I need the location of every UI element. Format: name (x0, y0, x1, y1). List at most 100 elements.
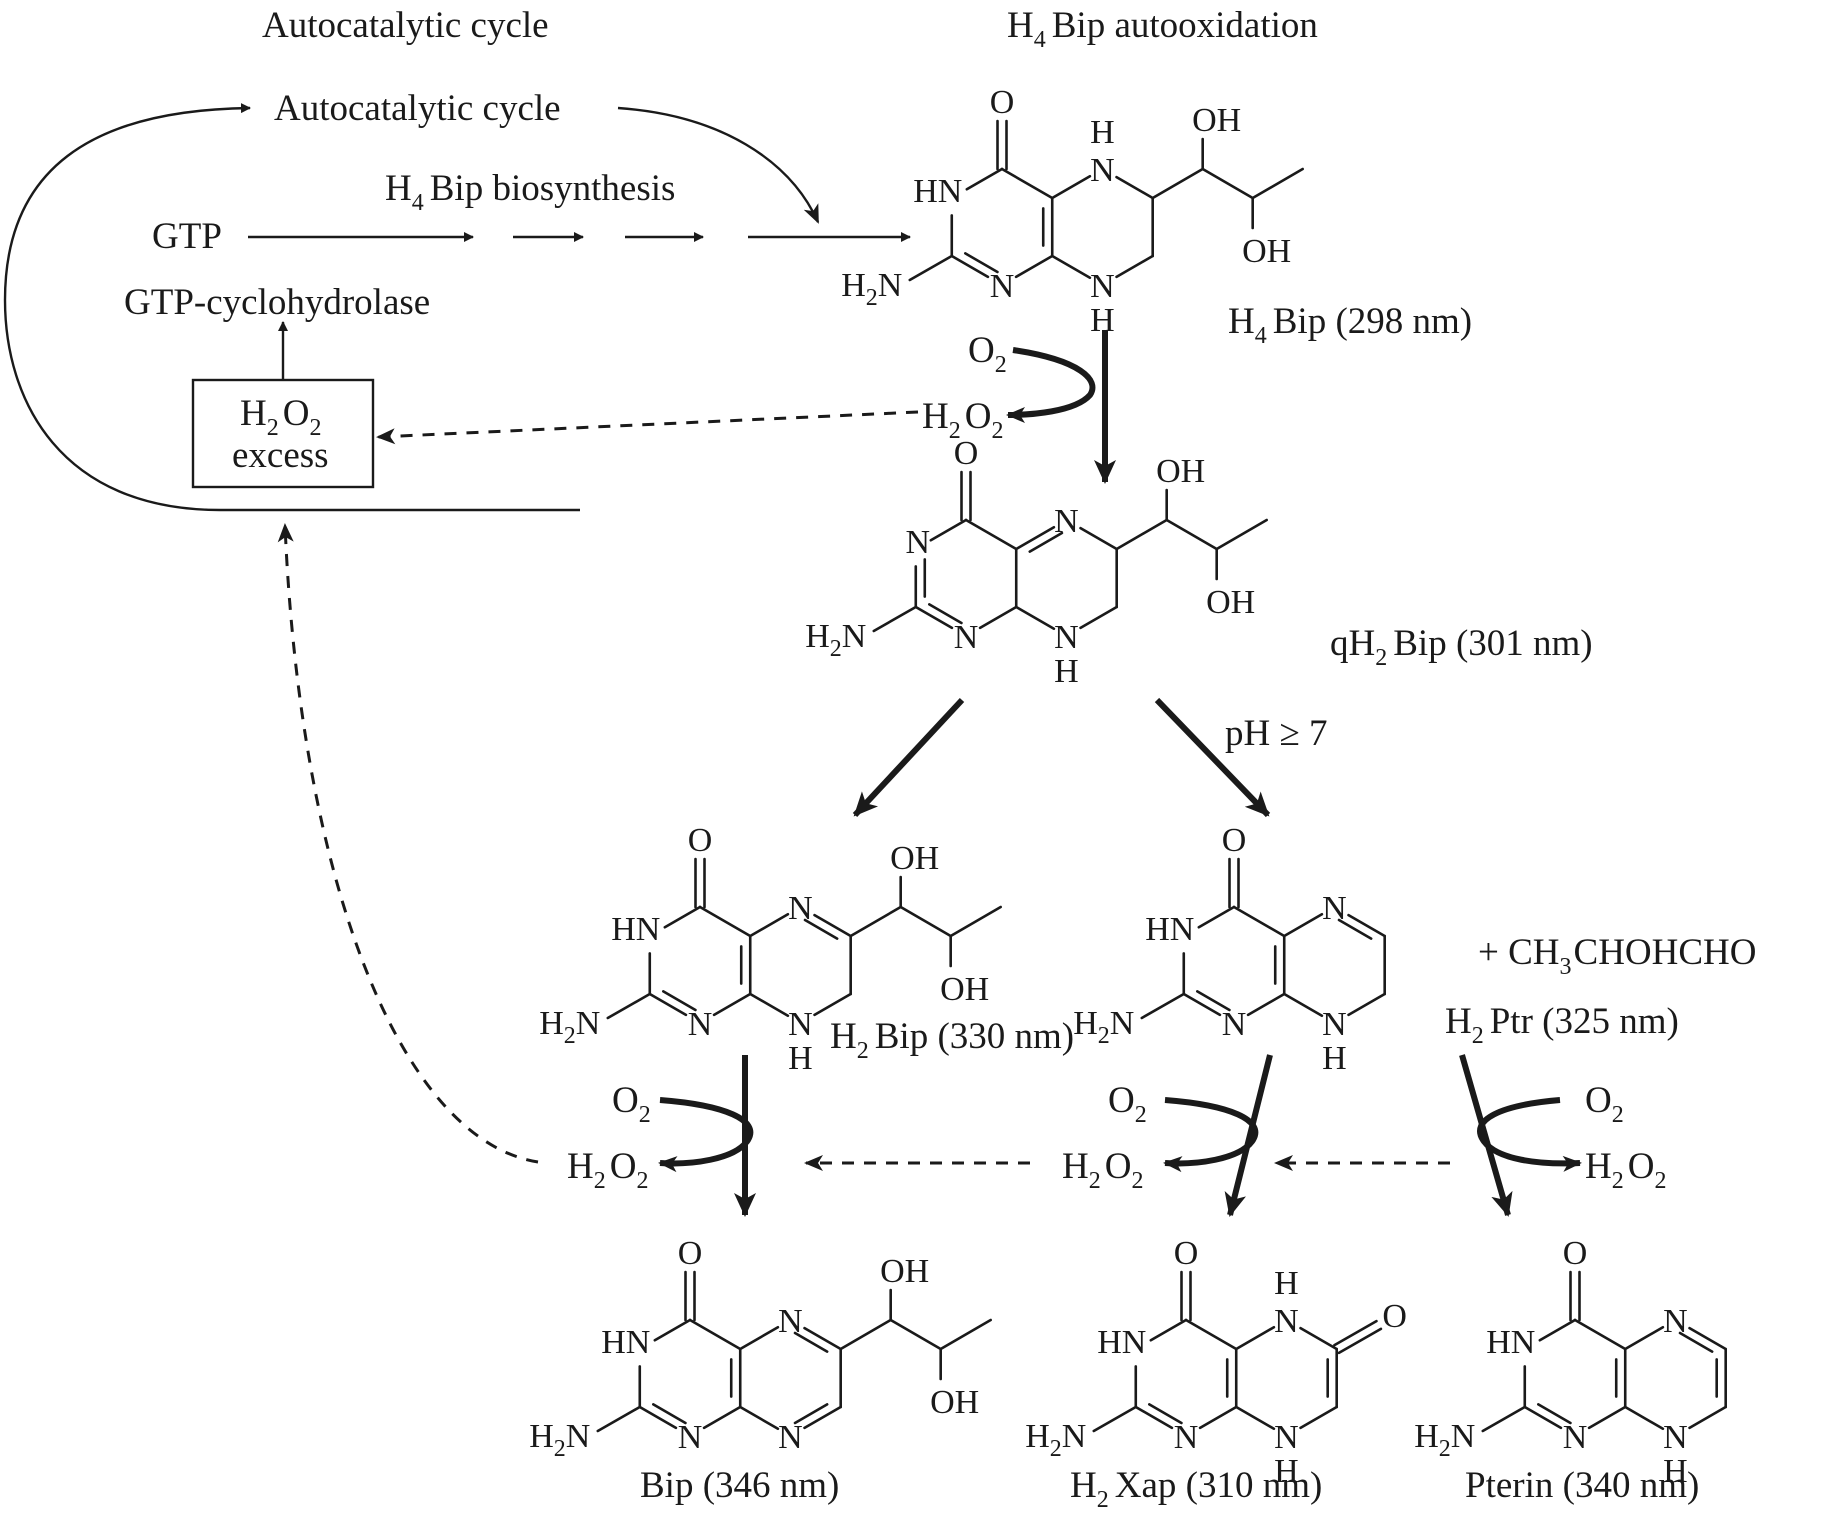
atom-label-oh1: OH (880, 1253, 929, 1290)
atom-label-o6: O (1382, 1298, 1407, 1335)
bond-n8-c8a (1050, 254, 1092, 280)
bond-c4-c4a (698, 905, 752, 938)
atom-label-n1: N (954, 619, 979, 656)
atom-label-h5: H (1090, 114, 1115, 151)
bond-n5-c6 (1299, 1326, 1338, 1351)
atom-label-o: O (954, 435, 979, 472)
bond-n5-c4a (748, 912, 790, 938)
bond-sidechain-3 (1215, 518, 1268, 551)
atom-label-h2n: H2N (529, 1418, 590, 1462)
bond-n5-c6 (1115, 175, 1154, 200)
double-bond-n1-c2 (1148, 1403, 1183, 1425)
double-bond-n1-c2 (1196, 990, 1231, 1012)
atom-label-h8: H (1054, 653, 1079, 690)
cycle-label: Autocatalytic cycle (274, 88, 561, 129)
bond-sidechain-2 (1165, 518, 1218, 551)
atom-label-hn3: HN (601, 1324, 650, 1361)
atom-label-n1: N (1563, 1419, 1588, 1456)
box-excess-label: excess (232, 435, 329, 476)
bond-c8a-n1 (1198, 1405, 1238, 1430)
atom-label-oh2: OH (1206, 584, 1255, 621)
atom-label-o: O (688, 822, 713, 859)
atom-label-n8: N (1054, 619, 1079, 656)
bond-c4-c4a (1000, 167, 1054, 200)
atom-label-n5: N (1274, 1303, 1299, 1340)
atom-label-h8: H (1663, 1453, 1688, 1490)
atom-label-oh1: OH (1156, 453, 1205, 490)
bond-c7-n8 (1347, 992, 1386, 1017)
atom-label-n5: N (1054, 503, 1079, 540)
bond-n1-c2 (638, 1405, 678, 1430)
double-bond-n1-c2 (1537, 1403, 1572, 1425)
atom-label-o: O (1174, 1235, 1199, 1272)
atom-label-n8: N (788, 1006, 813, 1043)
bond-c2-nh2 (596, 1405, 642, 1433)
bond-c8a-n1 (712, 992, 752, 1017)
bond-n5-c4a (1050, 174, 1092, 200)
atom-label-hn3: HN (1097, 1324, 1146, 1361)
atom-label-hn3: HN (611, 911, 660, 948)
bond-n8-c8a (738, 1405, 780, 1431)
h2ptr-to-pterin-arrow (1459, 1054, 1513, 1217)
double-bond-n5-c6 (1678, 1331, 1714, 1353)
bond-n1-c2 (1182, 992, 1222, 1017)
bond-n5-c4a (1014, 525, 1056, 551)
atom-label-h2n: H2N (841, 267, 902, 311)
carbonyl-bond-c6 (1333, 1319, 1378, 1347)
double-bond-n5-c6 (793, 1331, 829, 1353)
atom-label-n1: N (990, 268, 1015, 305)
o2-label-2: O2 (612, 1080, 651, 1128)
gtp-label: GTP (152, 216, 222, 257)
atom-label-n8: N (1274, 1419, 1299, 1456)
bond-n5-c6 (813, 913, 852, 938)
atom-label-oh2: OH (1242, 233, 1291, 270)
bond-c7-n8 (1115, 254, 1154, 279)
ph-condition-label: pH ≥ 7 (1225, 713, 1328, 754)
atom-label-h8: H (1090, 302, 1115, 339)
atom-label-n1: N (1222, 1006, 1247, 1043)
bond-c7-n8 (1079, 605, 1118, 630)
atom-label-o: O (1563, 1235, 1588, 1272)
atom-label-h2n: H2N (1414, 1418, 1475, 1462)
atom-label-n1: N (1174, 1419, 1199, 1456)
double-bond-n1-c2 (928, 603, 963, 625)
bond-n1-c2 (950, 254, 990, 279)
o2-label-1: O2 (968, 330, 1007, 378)
bond-c8a-n1 (702, 1405, 742, 1430)
atom-label-oh2: OH (940, 971, 989, 1008)
bond-c2-nh2 (872, 605, 918, 633)
bond-c4-c4a (1184, 1318, 1238, 1351)
o2-label-3: O2 (1108, 1080, 1147, 1128)
atom-label-h8: H (788, 1040, 813, 1077)
atom-label-hn3: HN (913, 173, 962, 210)
bond-n8-c8a (748, 992, 790, 1018)
bond-c8a-n1 (1014, 254, 1054, 279)
atom-label-h2n: H2N (1025, 1418, 1086, 1462)
bond-sidechain-2 (899, 905, 952, 938)
double-bond-n1-c2 (652, 1403, 687, 1425)
bond-n3-c4 (653, 1318, 692, 1342)
bond-sidechain-1 (849, 905, 902, 938)
atom-label-h2n: H2N (805, 618, 866, 662)
bond-n1-c2 (648, 992, 688, 1017)
o2-curved-arrow-1 (1006, 347, 1096, 423)
compound-label-pterin: Pterin (340 nm) (1465, 1465, 1699, 1506)
double-bond-n5-c6 (1337, 918, 1373, 940)
o2-curved-arrow-2 (658, 1097, 754, 1173)
bond-c2-nh2 (1481, 1405, 1527, 1433)
cycle-to-h4bip-arrow (617, 106, 820, 224)
atom-label-h2n: H2N (539, 1005, 600, 1049)
bond-c7-n8 (1299, 1405, 1338, 1430)
bond-n3-c4 (1197, 905, 1236, 929)
bond-n3-c4 (929, 518, 968, 542)
atom-label-h8: H (1274, 1453, 1299, 1490)
bond-sidechain-1 (1151, 167, 1204, 200)
